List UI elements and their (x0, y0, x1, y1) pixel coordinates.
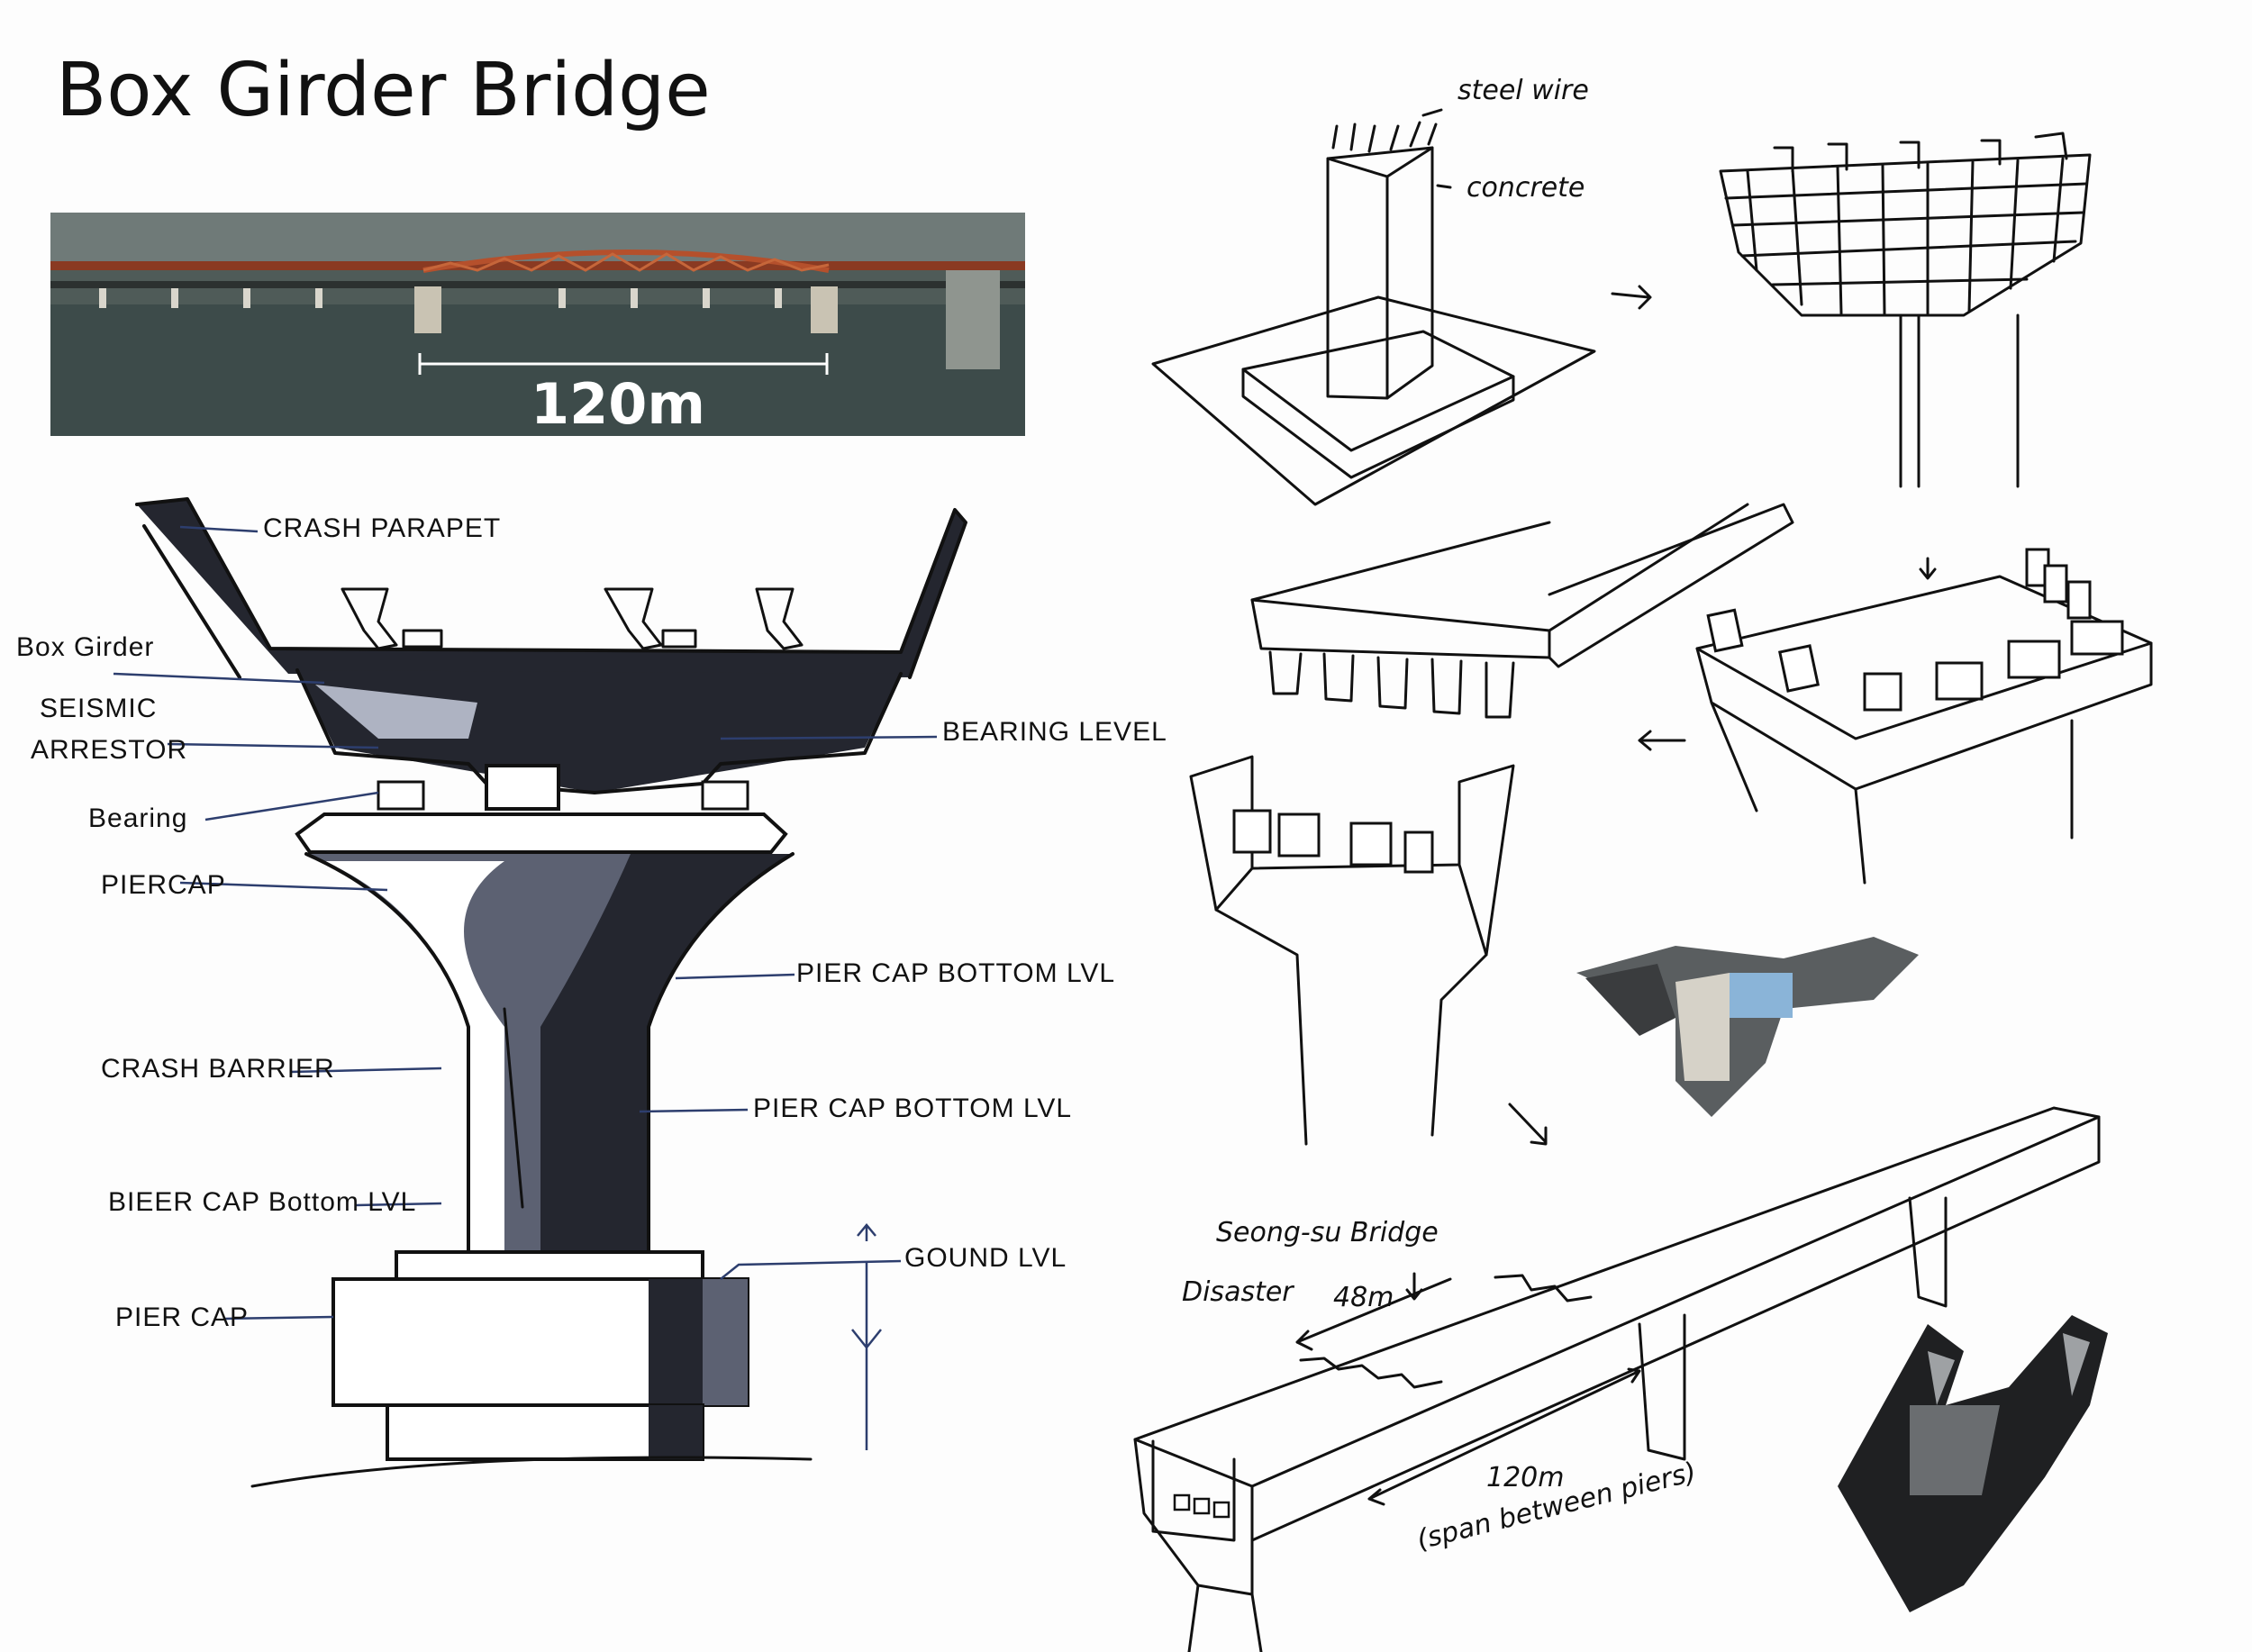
bridge-photo: 120m (50, 213, 1025, 437)
label-pier-cap-bottom-1: PIER CAP BOTTOM LVL (796, 958, 1115, 988)
sketch-rebar-cage (1719, 132, 2092, 488)
pier-cap-photo (1576, 937, 1919, 1117)
label-box-girder: Box Girder (16, 632, 154, 662)
label-arrestor: ARRESTOR (31, 735, 187, 765)
label-pier-cap-top: PIERCAP (101, 870, 226, 900)
sketch-bearing-cap (1695, 548, 2153, 885)
arrow-left-icon (1638, 730, 1686, 751)
pier-section-drawing: CRASH PARAPET Box Girder SEISMIC ARRESTO… (16, 497, 1167, 1488)
note-disaster: Disaster (1182, 1276, 1294, 1308)
sketch-pier-column: steel wire concrete (1151, 75, 1596, 506)
note-steel-wire: steel wire (1457, 75, 1589, 106)
label-bearing-level: BEARING LEVEL (942, 717, 1167, 747)
note-span-length: 120m (1486, 1462, 1564, 1493)
label-seismic: SEISMIC (40, 694, 157, 723)
label-crash-barrier: CRASH BARRIER (101, 1054, 335, 1084)
label-pier-cap-base: PIER CAP (115, 1303, 249, 1332)
note-collapse-span: 48m (1333, 1282, 1394, 1313)
sketch-deck-segment (1250, 503, 1794, 719)
photo-span-label: 120m (531, 371, 705, 437)
note-bridge-name: Seong-su Bridge (1216, 1217, 1439, 1248)
page-title: Box Girder Bridge (56, 48, 711, 133)
label-gound-lvl: GOUND LVL (904, 1243, 1067, 1273)
label-bearing: Bearing (88, 803, 187, 833)
label-bieer-cap: BIEER CAP Bottom LVL (108, 1187, 416, 1217)
label-crash-parapet: CRASH PARAPET (263, 513, 501, 543)
model-photo (1838, 1315, 2108, 1612)
arrow-right-icon (1611, 285, 1652, 310)
sketch-u-section (1189, 755, 1515, 1146)
arrow-down-right-icon (1508, 1103, 1548, 1146)
label-pier-cap-bottom-2: PIER CAP BOTTOM LVL (753, 1094, 1072, 1123)
arrow-down-icon (1919, 557, 1937, 580)
note-concrete: concrete (1467, 172, 1585, 204)
